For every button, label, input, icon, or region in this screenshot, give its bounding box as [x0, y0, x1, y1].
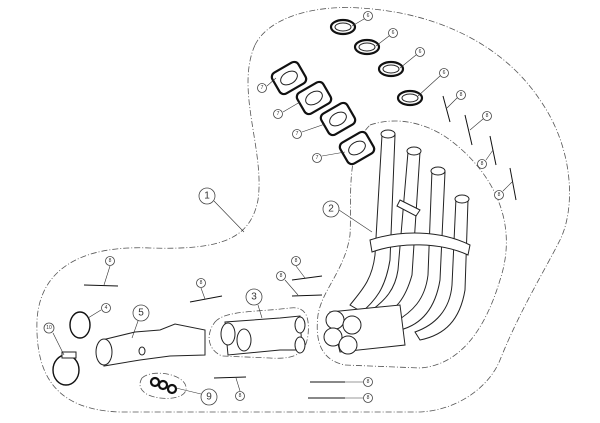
- svg-text:10: 10: [46, 325, 52, 331]
- callout-10: 10: [43, 322, 55, 334]
- svg-text:8: 8: [367, 395, 370, 401]
- callout-5: 5: [132, 304, 150, 322]
- svg-text:6: 6: [367, 13, 370, 19]
- flanges: [270, 60, 376, 166]
- callout-6: 6: [415, 47, 425, 57]
- sensor-9-outline: [139, 372, 187, 399]
- collector-3-outline: [208, 307, 309, 359]
- svg-text:8: 8: [280, 273, 283, 279]
- callout-6: 6: [388, 28, 398, 38]
- svg-text:8: 8: [367, 379, 370, 385]
- svg-text:8: 8: [109, 258, 112, 264]
- callout-8: 8: [196, 278, 206, 288]
- svg-text:6: 6: [392, 30, 395, 36]
- callout-8: 8: [276, 271, 286, 281]
- callout-9: 9: [200, 388, 218, 406]
- svg-text:1: 1: [204, 191, 210, 202]
- callout-6: 6: [363, 11, 373, 21]
- svg-text:2: 2: [328, 204, 334, 215]
- callout-7: 7: [273, 109, 283, 119]
- svg-text:8: 8: [200, 280, 203, 286]
- svg-text:8: 8: [486, 113, 489, 119]
- callout-7: 7: [312, 153, 322, 163]
- svg-text:4: 4: [105, 305, 108, 311]
- svg-text:8: 8: [295, 258, 298, 264]
- callout-6: 6: [439, 68, 449, 78]
- assembly-1-outline: [36, 7, 570, 413]
- sensor-bung: [149, 376, 178, 395]
- callout-8: 8: [363, 393, 373, 403]
- header-pipes: [323, 129, 471, 355]
- callout-8: 8: [235, 391, 245, 401]
- svg-text:9: 9: [206, 392, 212, 403]
- callout-8: 8: [363, 377, 373, 387]
- svg-text:7: 7: [261, 85, 264, 91]
- gaskets: [329, 18, 424, 107]
- callout-7: 7: [292, 129, 302, 139]
- callout-8: 8: [494, 190, 504, 200]
- svg-text:8: 8: [460, 92, 463, 98]
- header-2-outline: [316, 120, 507, 369]
- svg-text:6: 6: [419, 49, 422, 55]
- callout-2: 2: [322, 200, 340, 218]
- svg-text:3: 3: [251, 292, 257, 303]
- collector: [220, 315, 306, 356]
- callout-1: 1: [198, 187, 216, 205]
- clamps: [52, 311, 91, 386]
- svg-text:7: 7: [277, 111, 280, 117]
- svg-text:8: 8: [498, 192, 501, 198]
- callout-8: 8: [482, 111, 492, 121]
- callout-8: 8: [477, 159, 487, 169]
- svg-text:8: 8: [481, 161, 484, 167]
- svg-text:7: 7: [316, 155, 319, 161]
- svg-text:6: 6: [443, 70, 446, 76]
- leader-lines: [52, 18, 513, 399]
- callout-8: 8: [291, 256, 301, 266]
- svg-text:5: 5: [138, 308, 144, 319]
- callout-4: 4: [101, 303, 111, 313]
- callout-7: 7: [257, 83, 267, 93]
- svg-text:8: 8: [239, 393, 242, 399]
- mid-pipe: [95, 323, 206, 367]
- callout-8: 8: [456, 90, 466, 100]
- callout-3: 3: [245, 288, 263, 306]
- svg-text:7: 7: [296, 131, 299, 137]
- callout-8: 8: [105, 256, 115, 266]
